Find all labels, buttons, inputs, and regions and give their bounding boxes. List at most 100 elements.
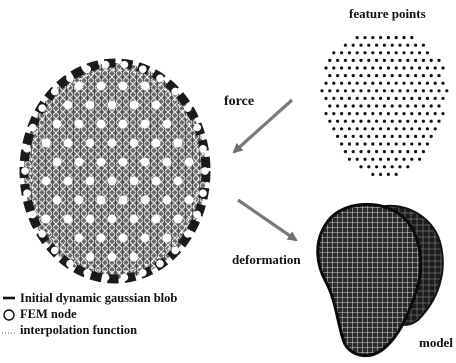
fem-node <box>97 120 105 128</box>
feature-point <box>367 44 370 47</box>
feature-point <box>402 127 405 130</box>
feature-point <box>352 135 355 138</box>
gaussian-blob <box>21 61 208 281</box>
feature-point <box>379 142 382 145</box>
fem-node <box>53 196 61 204</box>
feature-point <box>371 127 374 130</box>
feature-point <box>352 44 355 47</box>
feature-point <box>414 74 417 77</box>
fem-boundary-node <box>84 66 91 73</box>
feature-point <box>371 51 374 54</box>
feature-point <box>387 142 390 145</box>
feature-point <box>356 127 359 130</box>
fem-node <box>130 177 138 185</box>
fem-node <box>141 82 149 90</box>
feature-point <box>363 36 366 39</box>
feature-point <box>391 74 394 77</box>
feature-point <box>375 74 378 77</box>
feature-point <box>422 135 425 138</box>
fem-boundary-node <box>156 75 163 82</box>
fem-node <box>53 120 61 128</box>
feature-point <box>434 112 437 115</box>
feature-point <box>344 135 347 138</box>
feature-point <box>383 165 386 168</box>
feature-point <box>410 158 413 161</box>
feature-point <box>422 120 425 123</box>
feature-point <box>391 135 394 138</box>
feature-point <box>418 142 421 145</box>
feature-point <box>379 158 382 161</box>
fem-node <box>152 139 160 147</box>
feature-point <box>437 120 440 123</box>
feature-point <box>324 66 327 69</box>
feature-point <box>418 158 421 161</box>
feature-point <box>402 82 405 85</box>
feature-point <box>352 59 355 62</box>
fem-node <box>119 158 127 166</box>
feature-point <box>410 112 413 115</box>
fem-boundary-node <box>39 230 46 237</box>
fem-boundary-node <box>172 247 179 254</box>
feature-point <box>398 150 401 153</box>
feature-point <box>340 51 343 54</box>
deformation-label: deformation <box>232 253 301 266</box>
feature-point <box>402 97 405 100</box>
fem-boundary-node <box>199 145 206 152</box>
feature-point <box>367 74 370 77</box>
feature-point <box>402 158 405 161</box>
feature-point <box>344 74 347 77</box>
fem-boundary-node <box>66 260 73 267</box>
feature-point-cloud <box>320 36 448 176</box>
feature-point <box>414 135 417 138</box>
feature-point <box>367 59 370 62</box>
feature-point <box>441 82 444 85</box>
feature-point <box>363 66 366 69</box>
feature-point <box>344 59 347 62</box>
model-front-lobe <box>318 204 421 355</box>
fem-boundary-node <box>139 66 146 73</box>
feature-point <box>356 142 359 145</box>
feature-point <box>441 112 444 115</box>
feature-point <box>352 89 355 92</box>
fem-node <box>141 196 149 204</box>
feature-point <box>367 165 370 168</box>
fem-boundary-node <box>29 124 36 131</box>
feature-point <box>426 127 429 130</box>
feature-point <box>375 89 378 92</box>
feature-point <box>398 135 401 138</box>
fem-node <box>119 82 127 90</box>
feature-point <box>371 36 374 39</box>
feature-point <box>426 51 429 54</box>
feature-point <box>363 82 366 85</box>
feature-point <box>426 66 429 69</box>
feature-point <box>437 74 440 77</box>
fem-boundary-node <box>51 88 58 95</box>
feature-point <box>395 142 398 145</box>
feature-point <box>359 150 362 153</box>
feature-point <box>324 97 327 100</box>
feature-point <box>414 104 417 107</box>
fem-node <box>86 253 94 261</box>
feature-point <box>379 173 382 176</box>
fem-node <box>174 177 182 185</box>
force-label: force <box>224 95 254 109</box>
feature-point <box>383 89 386 92</box>
feature-point <box>398 89 401 92</box>
legend-circle-symbol <box>4 310 14 320</box>
feature-point <box>387 51 390 54</box>
fem-node <box>108 215 116 223</box>
feature-point <box>430 120 433 123</box>
feature-point <box>332 112 335 115</box>
feature-point <box>336 59 339 62</box>
feature-point <box>441 97 444 100</box>
feature-point <box>371 82 374 85</box>
feature-point <box>402 51 405 54</box>
fem-node <box>185 158 193 166</box>
feature-point <box>398 59 401 62</box>
fem-node <box>174 139 182 147</box>
feature-point <box>395 51 398 54</box>
feature-point <box>422 74 425 77</box>
feature-point <box>410 66 413 69</box>
feature-point <box>414 59 417 62</box>
feature-point <box>367 120 370 123</box>
